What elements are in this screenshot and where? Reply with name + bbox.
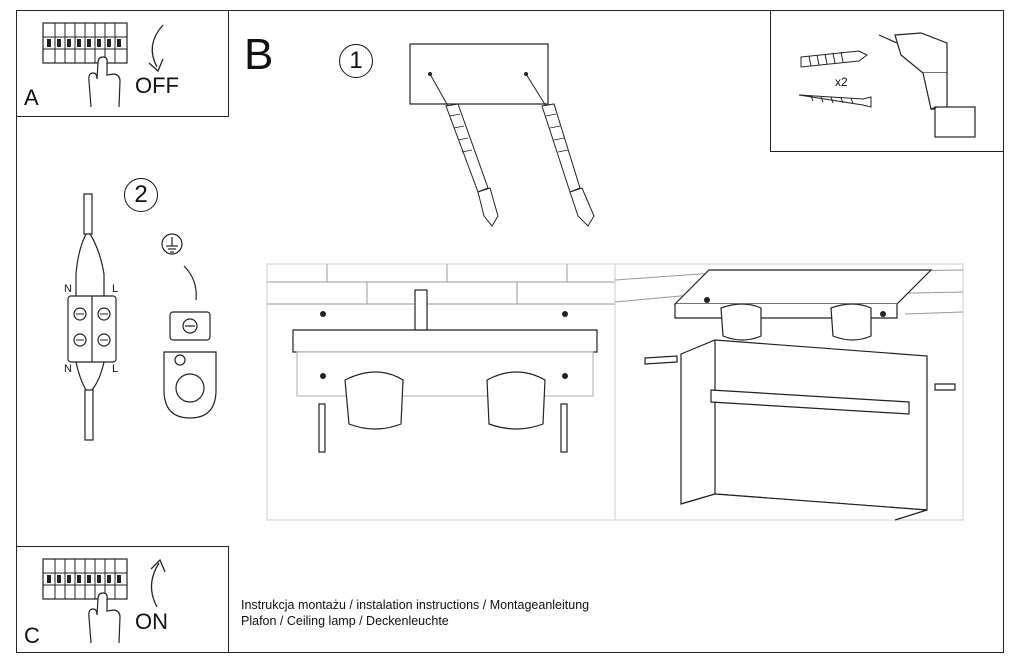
on-label: ON (135, 609, 168, 634)
caption-line-1: Instrukcja montażu / instalation instruc… (241, 598, 590, 612)
breaker-panel-a-icon (42, 22, 164, 108)
drill-and-screws-icon (798, 32, 976, 138)
panel-c: C ON (16, 546, 229, 653)
outer-frame (16, 10, 1004, 653)
caption-line-2: Plafon / Ceiling lamp / Deckenleuchte (241, 614, 449, 628)
step-1-badge: 1 (339, 44, 373, 78)
off-label: OFF (135, 73, 179, 98)
screw-quantity: x2 (835, 75, 848, 89)
wire-l-top-label: L (112, 283, 119, 295)
wire-n-bottom-label: N (64, 363, 72, 375)
step-2-wiring-illustration (67, 193, 217, 441)
panel-a: A OFF (16, 10, 229, 117)
step-1-mounting-plate-illustration (409, 43, 595, 227)
panel-c-label: C (24, 623, 40, 648)
tools-panel: x2 (770, 10, 1004, 152)
step-3-fixing-illustration (266, 263, 616, 521)
wire-n-top-label: N (64, 283, 72, 295)
wire-l-bottom-label: L (112, 363, 119, 375)
panel-a-label: A (24, 85, 39, 110)
breaker-panel-c-icon (42, 558, 166, 644)
section-b-label: B (244, 30, 274, 79)
step-4-housing-illustration (614, 263, 964, 521)
step-2-badge: 2 (124, 178, 158, 212)
